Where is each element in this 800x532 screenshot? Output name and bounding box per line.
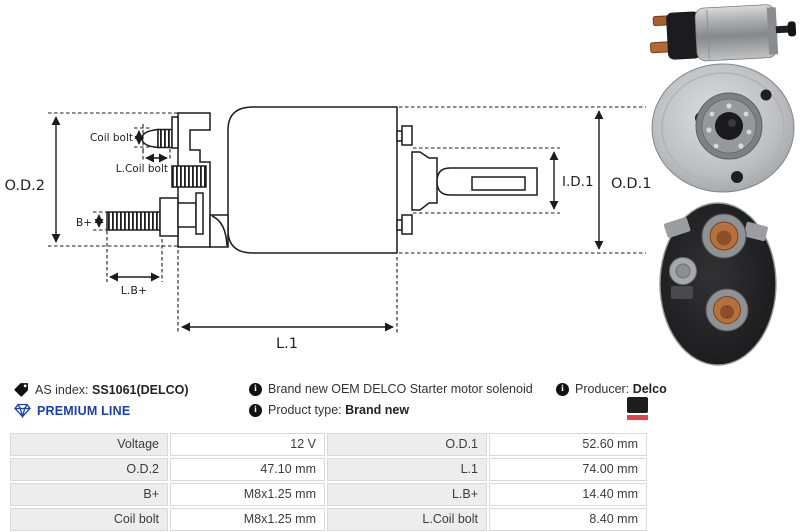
premium-line-row: PREMIUM LINE [14, 403, 130, 418]
bracket-gusset [209, 214, 229, 248]
b-plus-nut [159, 197, 179, 237]
l1-label: L.1 [276, 336, 298, 352]
producer-row: i Producer: Delco [556, 382, 667, 396]
diamond-icon [14, 403, 31, 418]
coil-bolt-tab [171, 116, 179, 149]
shaft-slot [471, 176, 526, 191]
premium-line-label: PREMIUM LINE [37, 403, 131, 418]
clamp-bolt-bottom-head [401, 214, 413, 235]
info-icon: i [249, 382, 262, 396]
spec-label-cell: Coil bolt [10, 508, 168, 531]
b-plus-washer [195, 192, 204, 235]
coil-bolt-label: Coil bolt [90, 132, 133, 144]
spec-label-cell: L.Coil bolt [327, 508, 487, 531]
spec-label-cell: O.D.2 [10, 458, 168, 481]
producer-value: Delco [632, 382, 667, 396]
info-icon: i [249, 403, 262, 417]
clamp-bolt-top-head [401, 125, 413, 146]
extension-lines [48, 106, 646, 333]
brand-logo-underline [627, 415, 648, 420]
id1-label: I.D.1 [562, 174, 594, 190]
spec-value-cell: M8x1.25 mm [170, 508, 325, 531]
coil-bolt-threads [157, 128, 173, 149]
od1-label: O.D.1 [611, 176, 651, 192]
b-plus-spacer [177, 202, 197, 228]
solenoid-outline [106, 106, 538, 254]
description-row: i Brand new OEM DELCO Starter motor sole… [249, 382, 533, 396]
b-plus-threads [106, 211, 161, 231]
product-type-value: Brand new [345, 403, 410, 417]
product-photo-side-view [650, 4, 797, 62]
producer-text: Producer: Delco [575, 382, 667, 396]
coil-terminal-threads [171, 165, 207, 188]
spec-value-cell: 8.40 mm [489, 508, 647, 531]
spec-label-cell: L.1 [327, 458, 487, 481]
dimension-arrows [51, 110, 604, 332]
l-coil-bolt-label: L.Coil bolt [116, 163, 168, 175]
as-index-row: AS index: SS1061(DELCO) [14, 382, 189, 397]
spec-label-cell: B+ [10, 483, 168, 506]
brand-logo-block [627, 397, 648, 413]
coil-bolt-tip [141, 128, 159, 149]
spec-label-cell: O.D.1 [327, 433, 487, 456]
front-cap [411, 151, 438, 211]
spec-value-cell: 12 V [170, 433, 325, 456]
rivet-dots [706, 103, 752, 149]
as-index-value: SS1061(DELCO) [92, 382, 189, 397]
info-icon: i [556, 382, 569, 396]
description-text: Brand new OEM DELCO Starter motor soleno… [268, 382, 533, 396]
od2-label: O.D.2 [5, 178, 45, 194]
product-type-text: Product type: Brand new [268, 403, 410, 417]
product-photo-flange-view [651, 63, 795, 193]
spec-value-cell: 47.10 mm [170, 458, 325, 481]
tag-icon [14, 383, 28, 397]
l-b-plus-label: L.B+ [121, 284, 147, 297]
spec-value-cell: 52.60 mm [489, 433, 647, 456]
spec-label-cell: L.B+ [327, 483, 487, 506]
product-photo-cap-view [659, 202, 777, 366]
gusset-arc [211, 215, 228, 247]
solenoid-body [227, 106, 398, 254]
product-type-row: i Product type: Brand new [249, 403, 409, 417]
spec-value-cell: M8x1.25 mm [170, 483, 325, 506]
solenoid-technical-drawing: O.D.2 O.D.1 I.D.1 L.1 Coil bolt L.Coil b… [5, 106, 651, 352]
b-plus-label: B+ [76, 217, 92, 229]
spec-value-cell: 14.40 mm [489, 483, 647, 506]
spec-value-cell: 74.00 mm [489, 458, 647, 481]
spec-label-cell: Voltage [10, 433, 168, 456]
as-index-text: AS index: SS1061(DELCO) [35, 382, 189, 397]
